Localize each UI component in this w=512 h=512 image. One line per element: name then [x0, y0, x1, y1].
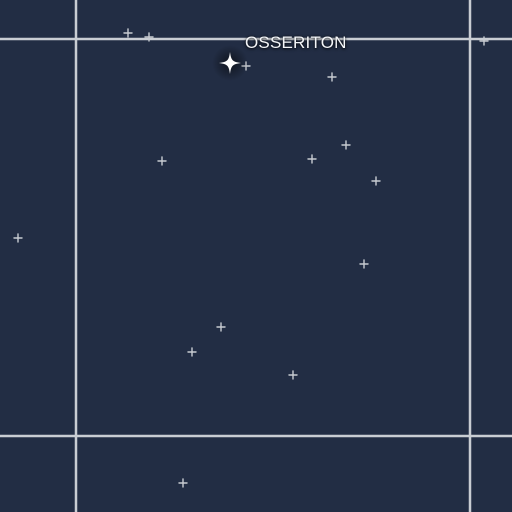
four-point-star-icon [219, 52, 241, 74]
star-system[interactable] [13, 233, 23, 243]
selected-system-name[interactable]: OSSERITON [245, 33, 347, 52]
star-system[interactable] [327, 72, 337, 82]
star-system[interactable] [288, 370, 298, 380]
star-system[interactable] [187, 347, 197, 357]
star-system[interactable] [479, 36, 489, 46]
star-system[interactable] [307, 154, 317, 164]
star-system[interactable] [341, 140, 351, 150]
star-system[interactable] [216, 322, 226, 332]
star-system[interactable] [359, 259, 369, 269]
star-system[interactable] [178, 478, 188, 488]
star-system[interactable] [144, 32, 154, 42]
star-system[interactable] [123, 28, 133, 38]
star-system[interactable] [157, 156, 167, 166]
star-system[interactable] [371, 176, 381, 186]
selected-system-marker[interactable] [212, 45, 248, 81]
